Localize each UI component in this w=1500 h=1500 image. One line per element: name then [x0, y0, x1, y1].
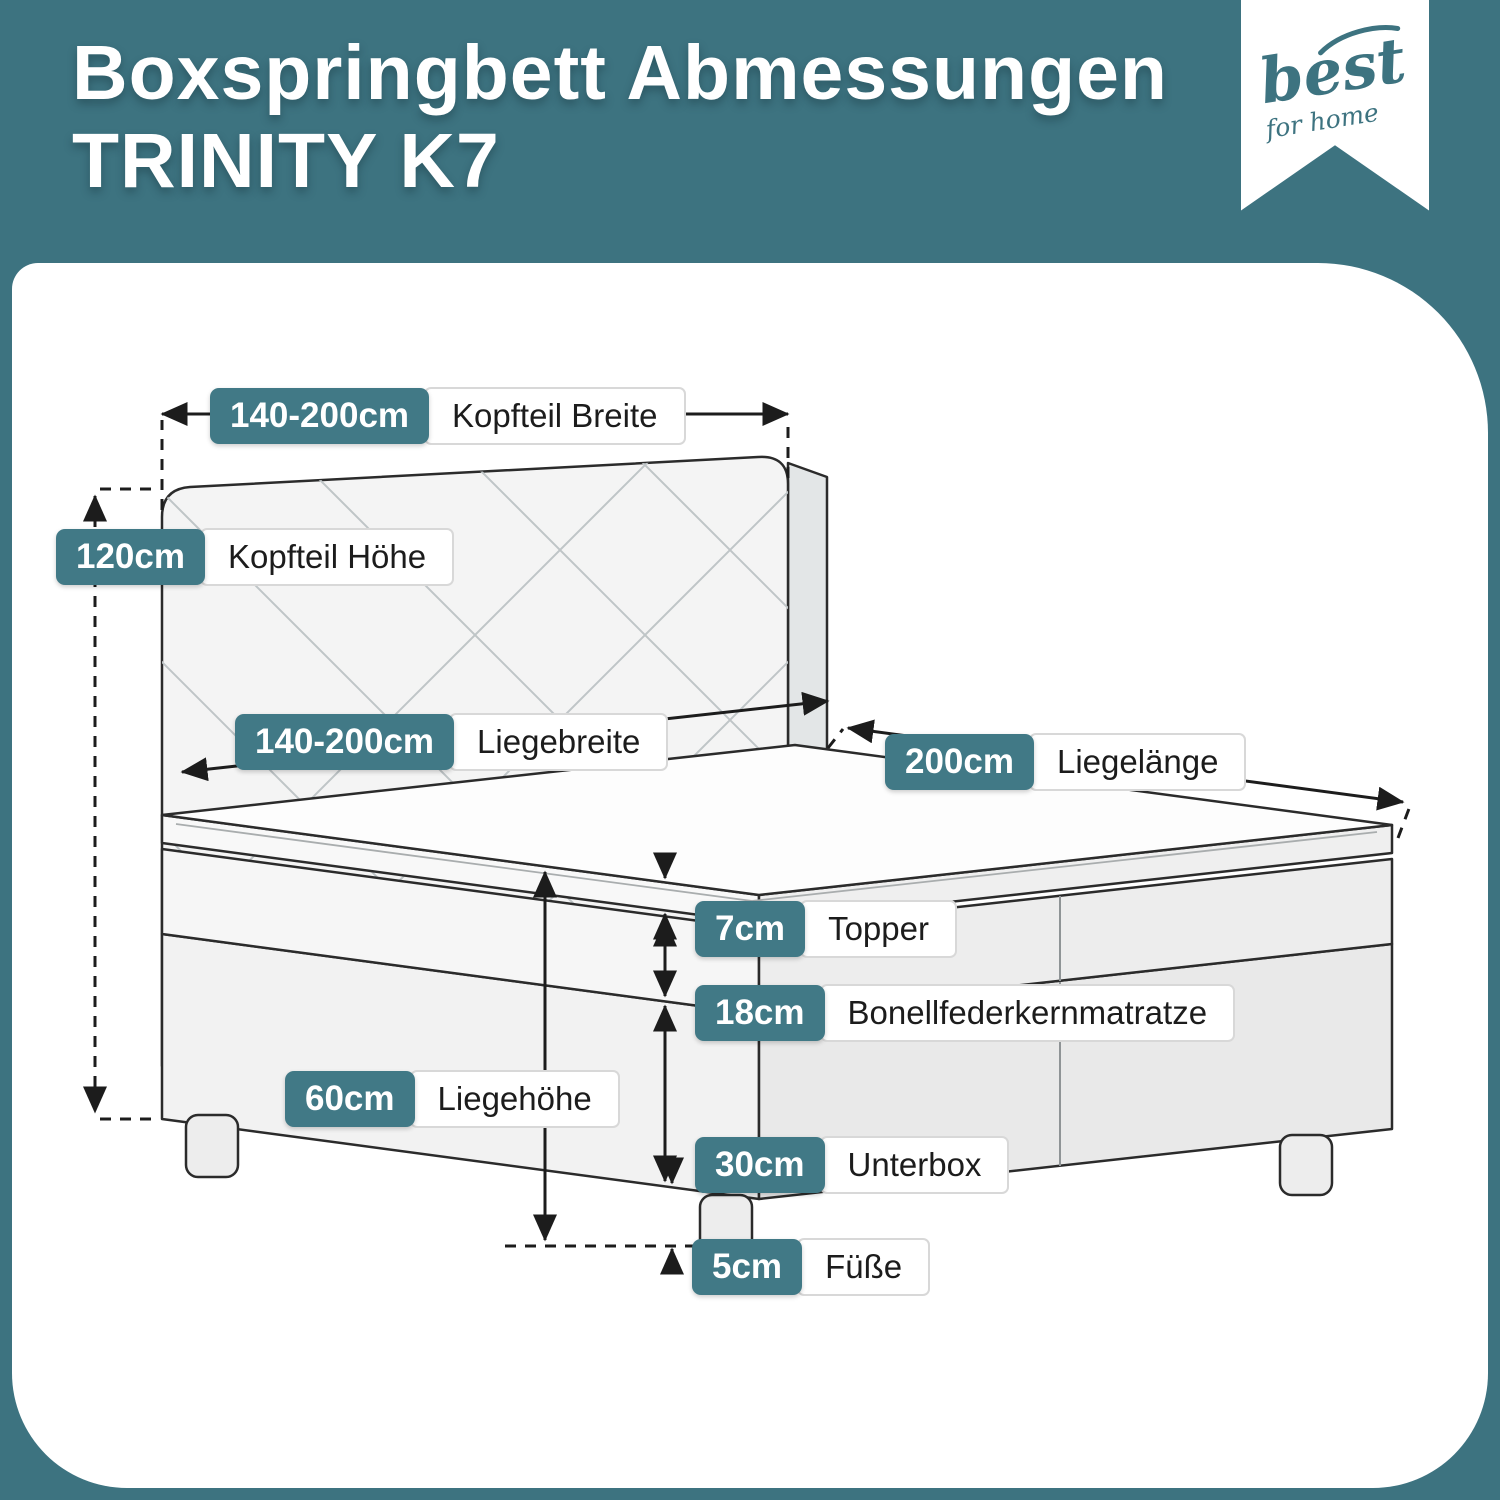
dimension-value-badge: 5cm [692, 1239, 803, 1295]
title-line1: Boxspringbett Abmessungen [72, 30, 1168, 116]
dimension-label: Liegehöhe [409, 1070, 620, 1128]
header: Boxspringbett Abmessungen TRINITY K7 [0, 0, 1500, 263]
dimension-label: Kopfteil Breite [424, 387, 686, 445]
dimension-value-badge: 7cm [695, 901, 806, 957]
dimension-matratze: 18cm Bonellfederkernmatratze [695, 984, 1236, 1042]
dimension-kopfteil-breite: 140-200cm Kopfteil Breite [210, 387, 686, 445]
dimension-topper: 7cm Topper [695, 900, 957, 958]
dimension-value-badge: 30cm [695, 1137, 825, 1193]
dimension-fuesse: 5cm Füße [692, 1238, 931, 1296]
dimension-value-badge: 200cm [885, 734, 1034, 790]
bed-topper [160, 743, 1394, 925]
dimension-label: Füße [797, 1238, 931, 1296]
dimension-value-badge: 18cm [695, 985, 825, 1041]
dimension-label: Liegebreite [449, 713, 669, 771]
dimension-label: Kopfteil Höhe [199, 528, 455, 586]
dimension-value-badge: 140-200cm [210, 388, 430, 444]
dimension-label: Unterbox [819, 1136, 1010, 1194]
dimension-kopfteil-hoehe: 120cm Kopfteil Höhe [56, 528, 455, 586]
dimension-liegehoehe: 60cm Liegehöhe [285, 1070, 620, 1128]
page-title: Boxspringbett Abmessungen TRINITY K7 [72, 30, 1168, 206]
dimension-liegebreite: 140-200cm Liegebreite [235, 713, 669, 771]
dimension-value-badge: 120cm [56, 529, 205, 585]
dimension-value-badge: 60cm [285, 1071, 415, 1127]
dimension-label: Topper [800, 900, 957, 958]
title-line2: TRINITY K7 [72, 117, 500, 204]
dimension-liegelaenge: 200cm Liegelänge [885, 733, 1247, 791]
dimension-label: Liegelänge [1028, 733, 1247, 791]
dimension-unterbox: 30cm Unterbox [695, 1136, 1010, 1194]
logo-swoosh-icon [1318, 25, 1401, 56]
dimension-label: Bonellfederkernmatratze [819, 984, 1236, 1042]
dimension-value-badge: 140-200cm [235, 714, 455, 770]
brand-logo: best for home [1241, 23, 1429, 147]
